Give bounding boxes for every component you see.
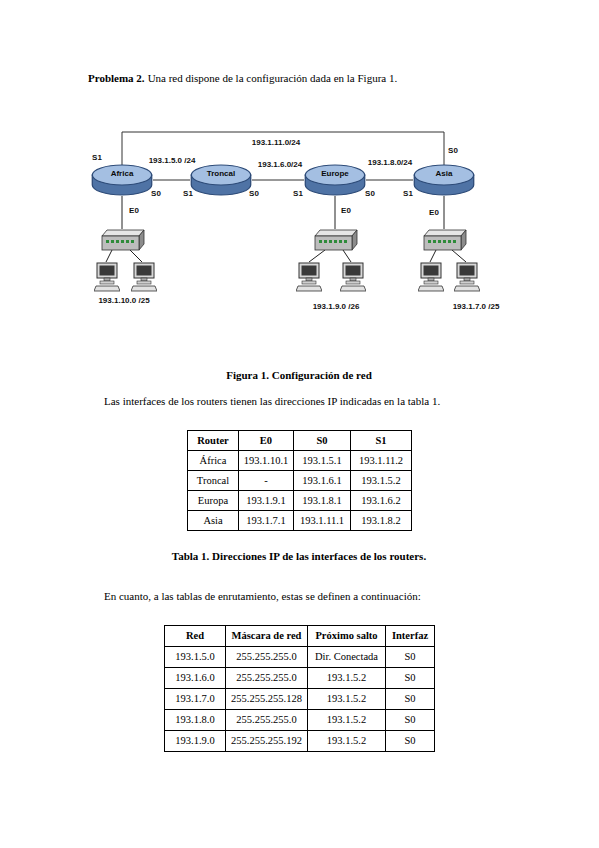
table-cell: Asia xyxy=(188,511,239,531)
interface-label: S0 xyxy=(151,189,161,199)
table-cell: 193.1.5.2 xyxy=(308,710,386,731)
router-symbol xyxy=(190,164,252,196)
table-cell: 193.1.10.1 xyxy=(239,451,294,471)
interface-label: S1 xyxy=(92,153,102,163)
interface-label: S1 xyxy=(183,189,193,199)
table-cell: Red xyxy=(165,626,226,647)
table-cell: - xyxy=(239,471,294,491)
table-cell: Máscara de red xyxy=(226,626,308,647)
table-cell: 193.1.8.0 xyxy=(165,710,226,731)
computer-symbol xyxy=(94,263,480,291)
table-cell: 193.1.9.0 xyxy=(165,731,226,752)
body-text: Una red dispone de la configuración dada… xyxy=(148,72,398,85)
interface-label: E0 xyxy=(129,206,139,216)
table-cell: 193.1.5.0 xyxy=(165,647,226,668)
table-cell: E0 xyxy=(239,431,294,451)
table-cell: 193.1.5.2 xyxy=(308,689,386,710)
table-cell: Troncal xyxy=(188,471,239,491)
lan-wires xyxy=(106,196,466,262)
router-name: Europe xyxy=(304,169,366,179)
table-cell: Interfaz xyxy=(386,626,435,647)
interface-label: E0 xyxy=(341,206,351,216)
router-name: Africa xyxy=(91,169,153,179)
table-cell: 255.255.255.0 xyxy=(226,668,308,689)
data-table: RouterE0S0S1África193.1.10.1193.1.5.1193… xyxy=(187,430,412,531)
table-cell: 193.1.6.2 xyxy=(351,491,412,511)
table-cell: 193.1.9.1 xyxy=(239,491,294,511)
link-line xyxy=(252,180,304,181)
table-cell: 193.1.6.0 xyxy=(165,668,226,689)
router-node: Asia xyxy=(413,164,475,196)
table-cell: 193.1.11.1 xyxy=(294,511,351,531)
switch-symbol xyxy=(102,230,466,250)
link-line xyxy=(153,180,190,181)
body-text: Tabla 1. Direcciones IP de las interface… xyxy=(172,550,426,563)
router-node: Europe xyxy=(304,164,366,196)
table-cell: 193.1.8.1 xyxy=(294,491,351,511)
network-label: 193.1.8.0/24 xyxy=(367,158,413,168)
table-cell: S0 xyxy=(386,710,435,731)
table-cell: África xyxy=(188,451,239,471)
interface-label: E0 xyxy=(429,208,439,218)
table-cell: 193.1.7.1 xyxy=(239,511,294,531)
router-symbol xyxy=(413,164,475,196)
table-cell: S0 xyxy=(386,731,435,752)
table-cell: 255.255.255.0 xyxy=(226,710,308,731)
table-cell: 255.255.255.128 xyxy=(226,689,308,710)
figure-caption: Figura 1. Configuración de red xyxy=(226,369,372,382)
table-cell: 193.1.8.2 xyxy=(351,511,412,531)
network-label: 193.1.6.0/24 xyxy=(257,160,303,170)
interface-label: 193.1.9.0 /26 xyxy=(313,302,360,312)
table-cell: S0 xyxy=(386,647,435,668)
table-cell: S0 xyxy=(386,668,435,689)
table-cell: 193.1.6.1 xyxy=(294,471,351,491)
table-cell: 193.1.5.2 xyxy=(308,668,386,689)
data-table: RedMáscara de redPróximo saltoInterfaz19… xyxy=(164,625,435,752)
table-cell: 193.1.5.1 xyxy=(294,451,351,471)
link-line xyxy=(366,180,413,181)
table-cell: 193.1.7.0 xyxy=(165,689,226,710)
interface-label: 193.1.7.0 /25 xyxy=(453,302,500,312)
interface-label: S1 xyxy=(403,189,413,199)
interface-label: S0 xyxy=(448,146,458,156)
body-text: En cuanto, a las tablas de enrutamiento,… xyxy=(104,590,421,603)
table-cell: S0 xyxy=(294,431,351,451)
interface-label: S0 xyxy=(249,189,259,199)
table-cell: 193.1.5.2 xyxy=(351,471,412,491)
table-cell: 255.255.255.0 xyxy=(226,647,308,668)
router-symbol xyxy=(91,164,153,196)
table-cell: S1 xyxy=(351,431,412,451)
router-node: Troncal xyxy=(190,164,252,196)
table-cell: 255.255.255.192 xyxy=(226,731,308,752)
table-cell: 193.1.11.2 xyxy=(351,451,412,471)
interface-label: 193.1.10.0 /25 xyxy=(98,296,149,306)
table-cell: Próximo salto xyxy=(308,626,386,647)
body-text: Problema 2. xyxy=(88,72,145,85)
router-name: Troncal xyxy=(190,169,252,179)
table-cell: Europa xyxy=(188,491,239,511)
table-cell: 193.1.5.2 xyxy=(308,731,386,752)
table-cell: Dir. Conectada xyxy=(308,647,386,668)
body-text: Las interfaces de los routers tienen las… xyxy=(104,395,440,408)
router-name: Asia xyxy=(413,169,475,179)
router-node: Africa xyxy=(91,164,153,196)
interface-label: S1 xyxy=(293,189,303,199)
table-cell: Router xyxy=(188,431,239,451)
table-cell: S0 xyxy=(386,689,435,710)
network-label: 193.1.11.0/24 xyxy=(251,138,302,148)
router-symbol xyxy=(304,164,366,196)
network-label: 193.1.5.0 /24 xyxy=(148,156,197,166)
interface-label: S0 xyxy=(365,189,375,199)
